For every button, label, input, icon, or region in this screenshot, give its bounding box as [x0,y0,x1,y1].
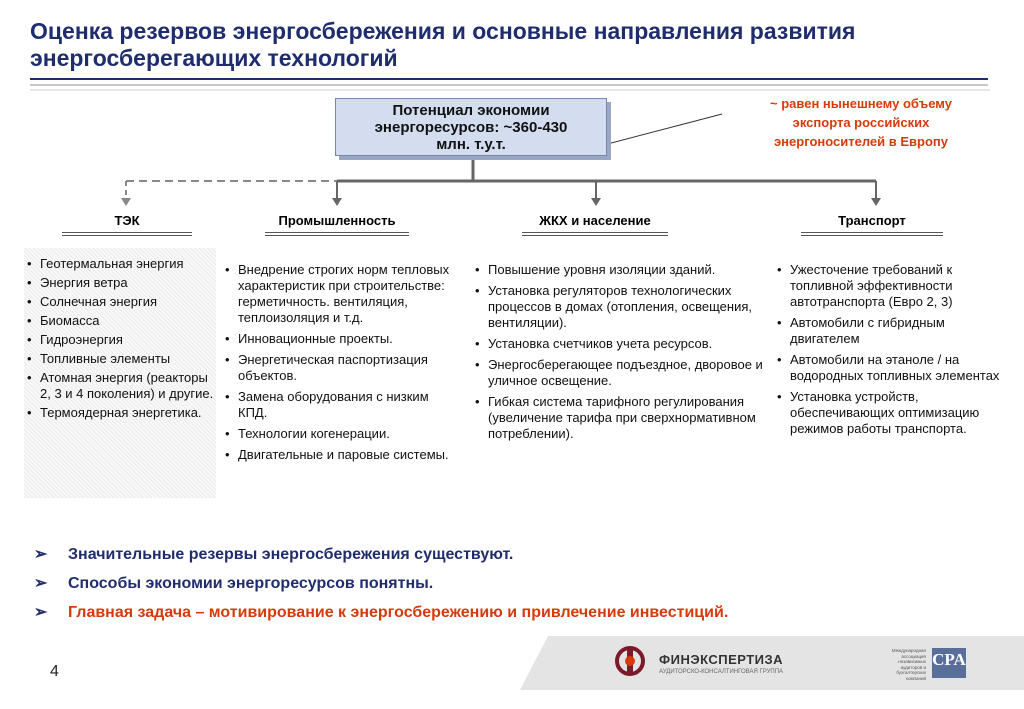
note-line-2: экспорта российских [792,115,930,130]
list-item: Энергетическая паспортизация объектов. [222,352,458,384]
title-divider [30,78,988,80]
arrow-industry [332,198,342,206]
arrow-housing [591,198,601,206]
potential-line-1: Потенциал экономии [392,102,550,119]
category-header-transport: Транспорт [801,213,943,236]
column-transport: Ужесточение требований к топливной эффек… [774,262,1004,442]
summary-line-2: Способы экономии энергоресурсов понятны. [68,575,434,592]
category-underline [522,232,668,236]
list-item: Энергия ветра [24,275,216,291]
category-label-housing: ЖКХ и население [539,213,651,228]
list-item: Замена оборудования с низким КПД. [222,389,458,421]
list-item: Ужесточение требований к топливной эффек… [774,262,1004,310]
page-number: 4 [50,663,59,680]
list-item: Гидроэнергия [24,332,216,348]
category-underline [801,232,943,236]
finexpertiza-subtitle: АУДИТОРСКО-КОНСАЛТИНГОВАЯ ГРУППА [659,669,784,675]
cpa-caption: Международная ассоциация независимых ауд… [891,648,926,681]
finexpertiza-logo: ФИНЭКСПЕРТИЗА АУДИТОРСКО-КОНСАЛТИНГОВАЯ … [615,644,795,680]
summary-line-3: Главная задача – мотивирование к энергос… [68,604,729,621]
category-underline [62,232,192,236]
callout-line [595,113,723,148]
list-item: Энергосберегающее подъездное, дворовое и… [472,357,764,389]
list-item: Автомобили на этаноле / на водородных то… [774,352,1004,384]
list-item: Топливные элементы [24,351,216,367]
column-tek: Геотермальная энергия Энергия ветра Солн… [24,248,216,498]
summary-line-1: Значительные резервы энергосбережения су… [68,546,514,563]
list-item: Установка регуляторов технологических пр… [472,283,764,331]
potential-line-3: млн. т.у.т. [436,136,506,153]
category-header-housing: ЖКХ и население [522,213,668,236]
column-housing: Повышение уровня изоляции зданий. Устано… [472,262,764,447]
category-label-transport: Транспорт [838,213,906,228]
list-item: Внедрение строгих норм тепловых характер… [222,262,458,326]
list-item: Повышение уровня изоляции зданий. [472,262,764,278]
slide-title: Оценка резервов энергосбережения и основ… [30,18,856,71]
arrow-bullet-icon: ➢ [34,546,48,563]
list-item: Технологии когенерации. [222,426,458,442]
summary-row: ➢ Способы экономии энергоресурсов понятн… [34,569,728,598]
list-item: Установка счетчиков учета ресурсов. [472,336,764,352]
arrow-tek [121,198,131,206]
category-header-tek: ТЭК [62,213,192,236]
category-underline [265,232,409,236]
cpa-mark: CPA [932,648,966,678]
list-item: Термоядерная энергетика. [24,405,216,421]
export-note: ~ равен нынешнему объему экспорта россий… [726,94,996,151]
list-item: Двигательные и паровые системы. [222,447,458,463]
cpa-logo: Международная ассоциация независимых ауд… [882,647,972,681]
summary-row: ➢ Значительные резервы энергосбережения … [34,540,728,569]
footer-band [520,636,1024,690]
summary-list: ➢ Значительные резервы энергосбережения … [34,540,728,627]
title-divider-gray [30,84,988,86]
note-line-1: ~ равен нынешнему объему [770,96,952,111]
arrow-bullet-icon: ➢ [34,575,48,592]
category-label-tek: ТЭК [114,213,140,228]
summary-row: ➢ Главная задача – мотивирование к энерг… [34,598,728,627]
note-line-3: энергоносителей в Европу [774,134,948,149]
list-item: Солнечная энергия [24,294,216,310]
list-item: Биомасса [24,313,216,329]
arrow-transport [871,198,881,206]
finexpertiza-mark-icon [615,646,645,676]
potential-line-2: энергоресурсов: ~360-430 [374,119,568,136]
column-industry: Внедрение строгих норм тепловых характер… [222,262,458,468]
arrow-bullet-icon: ➢ [34,604,48,621]
list-item: Атомная энергия (реакторы 2, 3 и 4 покол… [24,370,216,402]
category-label-industry: Промышленность [278,213,396,228]
list-item: Инновационные проекты. [222,331,458,347]
list-item: Автомобили с гибридным двигателем [774,315,1004,347]
finexpertiza-name: ФИНЭКСПЕРТИЗА [659,652,784,667]
potential-box: Потенциал экономии энергоресурсов: ~360-… [335,98,607,156]
list-item: Установка устройств, обеспечивающих опти… [774,389,1004,437]
list-item: Гибкая система тарифного регулирования (… [472,394,764,442]
category-header-industry: Промышленность [265,213,409,236]
list-item: Геотермальная энергия [24,256,216,272]
